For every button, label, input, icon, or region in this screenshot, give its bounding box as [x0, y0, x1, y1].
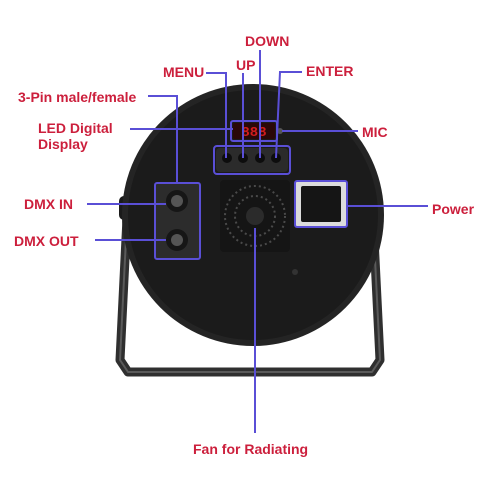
callout-buttons-box — [213, 145, 291, 175]
label-enter: ENTER — [306, 63, 354, 79]
label-up: UP — [236, 57, 256, 73]
callout-led-box — [230, 120, 278, 142]
label-dmx-out: DMX OUT — [14, 233, 79, 249]
label-down: DOWN — [245, 33, 290, 49]
power-socket — [295, 181, 347, 227]
label-3-pin: 3-Pin male/female — [18, 89, 137, 105]
label-led-line1: LED Digital — [38, 120, 113, 136]
label-menu: MENU — [163, 64, 205, 80]
screw-hole — [292, 269, 298, 275]
callout-pin — [148, 95, 178, 183]
label-fan: Fan for Radiating — [193, 441, 309, 457]
callout-lines — [87, 50, 428, 433]
led-display-digits: 888 — [241, 125, 266, 141]
label-power: Power — [432, 201, 475, 217]
dmx-connector-panel — [155, 183, 200, 259]
label-mic: MIC — [362, 124, 388, 140]
callout-power-box — [294, 180, 348, 228]
label-led-display: LED Digital Display — [38, 120, 158, 152]
label-led-line2: Display — [38, 136, 88, 152]
led-digital-display: 888 — [233, 123, 275, 141]
callout-dmx-box — [154, 182, 201, 260]
label-dmx-in: DMX IN — [24, 196, 73, 212]
power-inlet[interactable] — [301, 186, 341, 222]
mic-hole — [277, 128, 283, 134]
